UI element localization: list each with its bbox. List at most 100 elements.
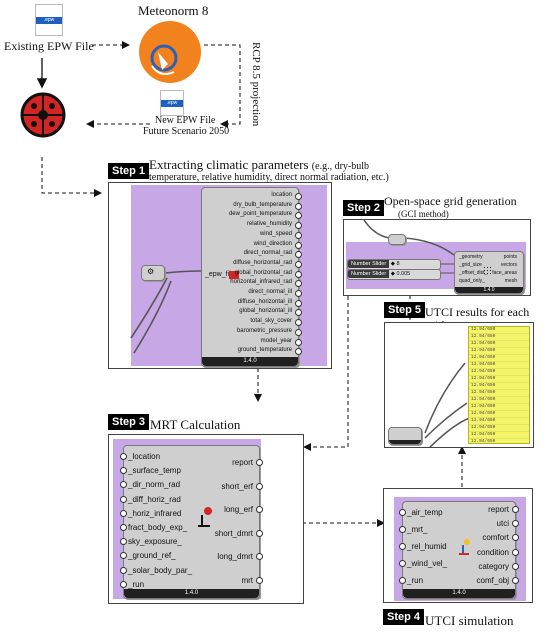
step2-panel: Number Slider ◆ 8 Number Slider ◆ 0.005 … xyxy=(343,219,531,296)
step2-version: 1.4.0 xyxy=(455,287,523,293)
step2-badge: Step 2 xyxy=(343,200,385,216)
step1-wires xyxy=(130,270,202,354)
s3-inputs-knob[interactable] xyxy=(120,524,127,531)
s2-inputs-port: _geometry xyxy=(459,254,483,260)
offset-dist-slider[interactable]: Number Slider ◆ 0.005 xyxy=(347,269,441,280)
s1-outputs-port: direct_normal_rad xyxy=(243,250,292,257)
s4-outputs-knob[interactable] xyxy=(512,577,519,584)
s3-inputs-knob[interactable] xyxy=(120,552,127,560)
s1-outputs-knob[interactable] xyxy=(295,348,302,356)
s3-inputs-knob[interactable] xyxy=(120,495,127,503)
file-path-component[interactable]: ⚙ xyxy=(141,265,165,281)
s4-outputs-knob[interactable] xyxy=(512,506,519,513)
s3-outputs-knob[interactable] xyxy=(256,529,263,537)
s3-outputs-knob[interactable] xyxy=(256,482,263,490)
s3-inputs-port: _dir_norm_rad xyxy=(128,480,181,490)
step1-title-small: (e.g., dry-bulb xyxy=(311,161,370,172)
s1-outputs-knob[interactable] xyxy=(295,290,302,297)
s1-outputs-knob[interactable] xyxy=(295,193,302,200)
s3-inputs-knob[interactable] xyxy=(120,509,127,517)
s4-outputs-knob[interactable] xyxy=(512,520,519,528)
grid-dots-icon xyxy=(483,266,493,276)
s4-inputs-knob[interactable] xyxy=(399,543,406,550)
s1-outputs-knob[interactable] xyxy=(295,260,302,268)
s1-outputs-knob[interactable] xyxy=(295,319,302,327)
s1-outputs-knob[interactable] xyxy=(295,270,302,278)
step4-version: 1.4.0 xyxy=(403,589,515,598)
mrt-component[interactable]: _location_surface_temp_dir_norm_rad_diff… xyxy=(120,445,263,599)
meteonorm-label: Meteonorm 8 xyxy=(138,3,209,18)
s3-inputs-knob[interactable] xyxy=(120,566,127,574)
s1-outputs-knob[interactable] xyxy=(295,299,302,307)
s3-outputs-port: mrt xyxy=(241,575,253,585)
s1-outputs-knob[interactable] xyxy=(295,241,302,249)
human-sun-icon xyxy=(198,507,212,527)
s1-outputs-knob[interactable] xyxy=(295,222,302,230)
s1-outputs-port: location xyxy=(271,192,292,198)
s1-outputs-knob[interactable] xyxy=(295,338,302,346)
s3-outputs-port: long_dmrt xyxy=(217,552,253,561)
s1-outputs-knob[interactable] xyxy=(295,251,302,259)
s3-inputs-knob[interactable] xyxy=(120,580,127,588)
utci-result-row: 12.94/650 xyxy=(469,341,529,348)
s4-outputs-knob[interactable] xyxy=(512,548,519,556)
s3-inputs-port: _run xyxy=(128,579,145,589)
step1-subtitle: temperature, relative humidity, direct n… xyxy=(149,172,389,183)
utci-result-row: 12.94/650 xyxy=(469,390,529,397)
s3-outputs-port: long_erf xyxy=(224,505,253,514)
utci-result-row: 12.94/650 xyxy=(469,432,529,439)
utci-component[interactable]: _air_temp_mrt__rel_humid_wind_vel__run r… xyxy=(399,501,519,599)
s2-inputs-port: quad_only_ xyxy=(459,278,485,284)
utci-result-row: 12.94/650 xyxy=(469,418,529,425)
deconstruct-bar xyxy=(389,440,421,444)
step4-title: UTCI simulation xyxy=(425,613,514,628)
s3-outputs-knob[interactable] xyxy=(256,576,263,584)
s3-outputs-knob[interactable] xyxy=(256,553,263,560)
s4-inputs-knob[interactable] xyxy=(399,526,406,533)
s3-inputs-knob[interactable] xyxy=(120,481,127,489)
meteonorm-logo-icon xyxy=(139,21,201,83)
deconstruct-component[interactable] xyxy=(388,427,422,445)
utci-result-row: 12.94/650 xyxy=(469,355,529,362)
s3-inputs-port: _ground_ref_ xyxy=(128,551,176,561)
utci-result-row: 12.94/650 xyxy=(469,327,529,334)
s3-inputs-knob[interactable] xyxy=(120,538,127,546)
utci-result-row: 12.94/650 xyxy=(469,425,529,432)
s1-outputs-knob[interactable] xyxy=(295,328,302,336)
generate-grid-component[interactable]: _geometry_grid_size_offset_dist_quad_onl… xyxy=(454,251,524,294)
s1-outputs-knob[interactable] xyxy=(295,212,302,220)
s1-outputs-knob[interactable] xyxy=(295,280,302,288)
s4-inputs-knob[interactable] xyxy=(399,560,406,567)
s3-outputs-port: short_dmrt xyxy=(214,528,253,538)
s1-outputs-knob[interactable] xyxy=(295,202,302,210)
new-epw-label: New EPW File xyxy=(155,115,216,126)
s3-inputs-knob[interactable] xyxy=(120,467,127,475)
geometry-component[interactable] xyxy=(388,234,406,245)
utci-result-row: 12.94/650 xyxy=(469,411,529,418)
s4-outputs-knob[interactable] xyxy=(512,562,519,570)
step5-wires xyxy=(424,362,471,447)
s4-outputs-port: category xyxy=(478,561,509,571)
s4-inputs-knob[interactable] xyxy=(399,509,406,516)
s1-outputs-port: direct_normal_ill xyxy=(248,289,292,295)
s4-outputs-port: report xyxy=(488,505,509,514)
utci-result-row: 12.94/650 xyxy=(469,376,529,383)
s3-inputs-knob[interactable] xyxy=(120,453,127,460)
step4-badge: Step 4 xyxy=(383,609,425,625)
s3-outputs-knob[interactable] xyxy=(256,506,263,513)
s1-outputs-knob[interactable] xyxy=(295,309,302,317)
step2-wires xyxy=(363,220,455,274)
s4-outputs-knob[interactable] xyxy=(512,534,519,542)
s3-outputs-knob[interactable] xyxy=(256,459,263,466)
s4-outputs-port: utci xyxy=(496,519,509,529)
s4-outputs-port: comf_obj xyxy=(476,576,509,585)
s4-outputs-port: comfort xyxy=(482,533,509,543)
existing-epw-file-icon: .epw xyxy=(35,4,63,36)
utci-result-row: 12.94/650 xyxy=(469,369,529,376)
s1-outputs-knob[interactable] xyxy=(295,231,302,239)
s1-outputs-port: total_sky_cover xyxy=(250,318,292,325)
s4-inputs-knob[interactable] xyxy=(399,577,406,584)
